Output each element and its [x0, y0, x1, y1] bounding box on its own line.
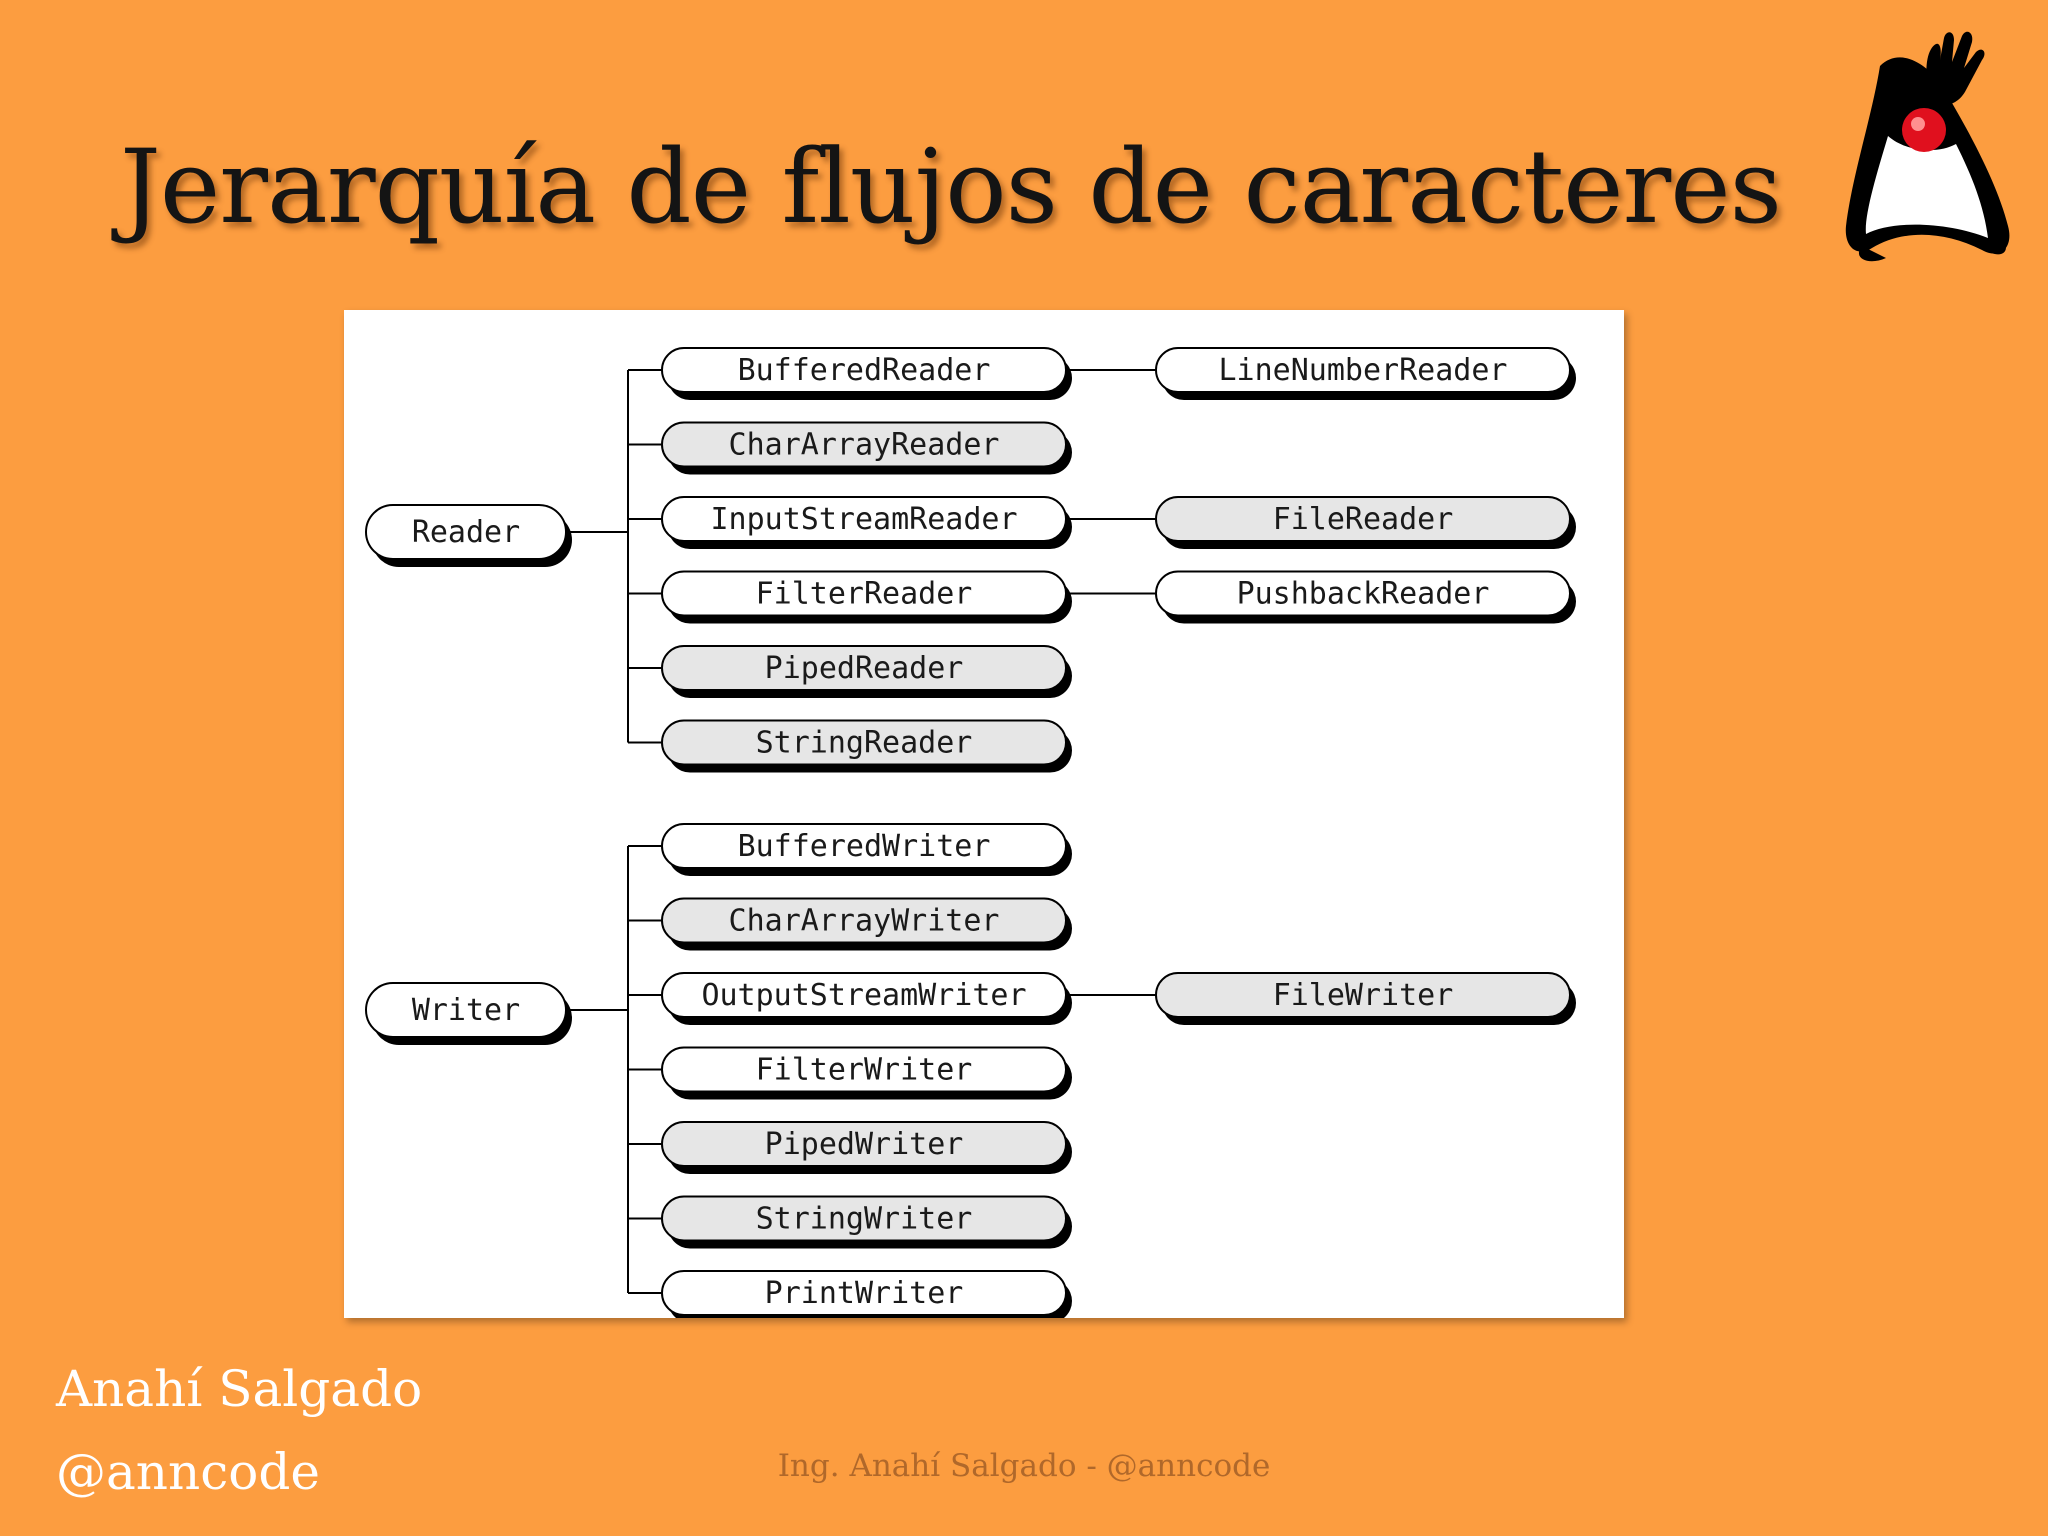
class-label: FilterReader [756, 577, 973, 612]
class-label: CharArrayWriter [729, 904, 1000, 939]
class-label: StringWriter [756, 1202, 973, 1237]
class-node-string-reader: StringReader [661, 719, 1072, 773]
class-label: BufferedWriter [738, 829, 991, 864]
class-node-pushback-reader: PushbackReader [1155, 570, 1576, 624]
class-node-buffered-writer: BufferedWriter [661, 823, 1072, 876]
author-handle: @anncode [56, 1443, 320, 1501]
class-label: CharArrayReader [729, 428, 1000, 463]
class-label: LineNumberReader [1219, 353, 1508, 388]
class-label: PipedWriter [765, 1127, 964, 1162]
class-node-input-stream-reader: InputStreamReader [661, 496, 1072, 549]
class-node-buffered-reader: BufferedReader [661, 347, 1072, 400]
class-label: BufferedReader [738, 353, 991, 388]
class-node-line-number-reader: LineNumberReader [1155, 347, 1576, 400]
class-node-print-writer: PrintWriter [661, 1270, 1072, 1318]
class-node-filter-reader: FilterReader [661, 570, 1072, 624]
class-label: Writer [412, 993, 520, 1028]
class-node-output-stream-writer: OutputStreamWriter [661, 972, 1072, 1025]
slide-footer: Ing. Anahí Salgado - @anncode [777, 1448, 1271, 1484]
class-label: PrintWriter [765, 1276, 964, 1311]
class-node-file-reader: FileReader [1155, 496, 1576, 549]
slide-title: Jerarquía de flujos de caracteres [120, 128, 1782, 247]
class-node-char-array-writer: CharArrayWriter [661, 897, 1072, 951]
class-node-string-writer: StringWriter [661, 1195, 1072, 1249]
class-label: Reader [412, 515, 520, 550]
class-node-filter-writer: FilterWriter [661, 1046, 1072, 1100]
java-duke-mascot-icon [1832, 26, 2018, 266]
class-node-char-array-reader: CharArrayReader [661, 421, 1072, 475]
class-node-file-writer: FileWriter [1155, 972, 1576, 1025]
author-name: Anahí Salgado [56, 1360, 423, 1418]
class-node-piped-writer: PipedWriter [661, 1121, 1072, 1174]
class-label: PushbackReader [1237, 577, 1490, 612]
class-label: FileReader [1273, 502, 1454, 537]
class-label: PipedReader [765, 651, 964, 686]
class-label: OutputStreamWriter [701, 978, 1026, 1013]
class-label: StringReader [756, 726, 973, 761]
class-label: InputStreamReader [710, 502, 1017, 537]
class-node-writer: Writer [365, 982, 572, 1045]
class-label: FileWriter [1273, 978, 1454, 1013]
class-label: FilterWriter [756, 1053, 973, 1088]
class-node-reader: Reader [365, 504, 572, 567]
class-node-piped-reader: PipedReader [661, 645, 1072, 698]
